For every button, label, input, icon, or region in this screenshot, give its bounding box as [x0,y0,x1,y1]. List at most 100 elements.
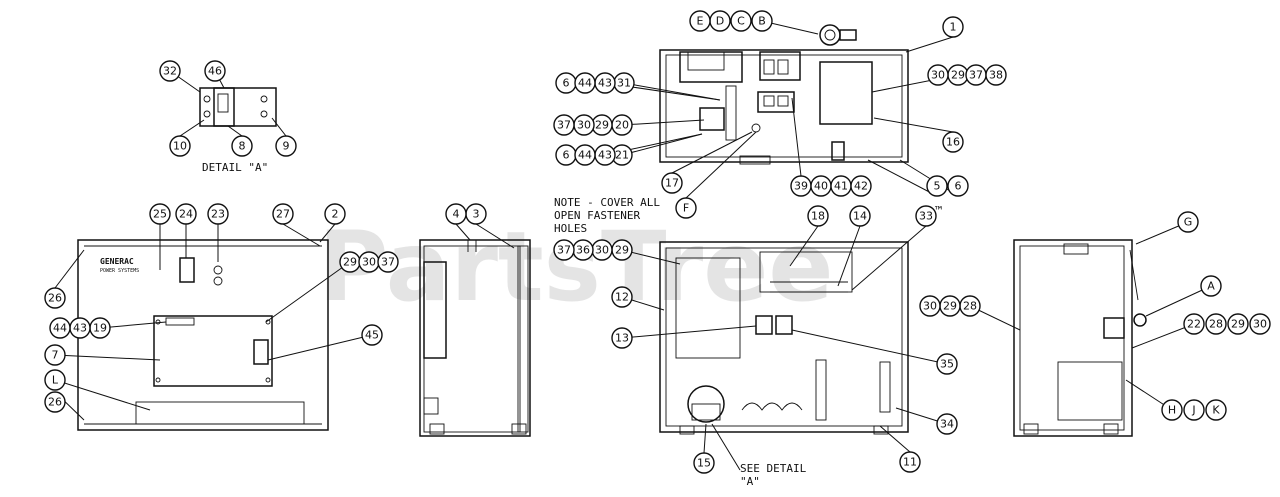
leader-line [873,117,954,133]
callout-44: 44 [49,317,71,339]
note-line-2: OPEN FASTENER [554,209,640,222]
svg-text:41: 41 [834,180,848,193]
svg-text:44: 44 [53,322,67,335]
callout-46: 46 [204,60,226,82]
callout-h: H [1161,399,1183,421]
svg-text:34: 34 [940,418,954,431]
svg-text:37: 37 [969,69,983,82]
leader-line [267,334,373,361]
svg-text:J: J [1191,404,1195,417]
svg-text:45: 45 [365,329,379,342]
svg-text:L: L [52,374,59,387]
callout-12: 12 [611,286,633,308]
callout-6: 6 [555,72,577,94]
svg-text:30: 30 [362,256,376,269]
leader-line [282,223,321,247]
callout-39: 39 [790,175,812,197]
svg-text:7: 7 [52,349,59,362]
callout-35: 35 [936,353,958,375]
svg-text:31: 31 [617,77,631,90]
callout-4: 4 [445,203,467,225]
svg-text:42: 42 [854,180,868,193]
leader-line [791,329,948,365]
svg-text:30: 30 [923,300,937,313]
leader-line [179,119,205,137]
callout-44: 44 [574,72,596,94]
callout-43: 43 [69,317,91,339]
callout-37: 37 [377,251,399,273]
leader-line [851,225,927,291]
callout-45: 45 [361,324,383,346]
svg-text:K: K [1212,404,1220,417]
leader-line [791,97,802,177]
callout-2: 2 [324,203,346,225]
callout-19: 19 [89,317,111,339]
svg-text:E: E [697,15,704,28]
svg-text:B: B [758,15,766,28]
callout-21: 21 [611,144,633,166]
svg-text:29: 29 [615,244,629,257]
svg-text:11: 11 [903,456,917,469]
leader-line [905,36,954,53]
svg-text:30: 30 [577,119,591,132]
svg-text:6: 6 [955,180,962,193]
callout-8: 8 [231,135,253,157]
callout-23: 23 [207,203,229,225]
svg-text:28: 28 [1209,318,1223,331]
svg-text:25: 25 [153,208,167,221]
svg-text:G: G [1184,216,1193,229]
brand-sub: POWER SYSTEMS [100,268,139,274]
svg-text:40: 40 [814,180,828,193]
callout-28: 28 [1205,313,1227,335]
svg-text:29: 29 [1231,318,1245,331]
svg-text:14: 14 [853,210,867,223]
leader-line [685,131,757,199]
callout-24: 24 [175,203,197,225]
svg-text:12: 12 [615,291,629,304]
leader-line [879,425,911,453]
callout-32: 32 [159,60,181,82]
svg-text:13: 13 [615,332,629,345]
leader-line [1145,285,1212,317]
svg-text:29: 29 [343,256,357,269]
see-detail-line-1: SEE DETAIL [740,462,807,475]
callout-c: C [730,10,752,32]
svg-text:4: 4 [453,208,460,221]
svg-text:29: 29 [943,300,957,313]
callout-33: 33 [915,205,937,227]
side-enclosure-view [419,239,531,437]
svg-text:H: H [1168,404,1176,417]
svg-text:35: 35 [940,358,954,371]
svg-text:8: 8 [239,140,246,153]
svg-text:32: 32 [163,65,177,78]
svg-text:16: 16 [946,136,960,149]
callout-37: 37 [553,114,575,136]
callout-b: B [751,10,773,32]
callout-29: 29 [939,295,961,317]
callout-22: 22 [1183,313,1205,335]
svg-text:28: 28 [963,300,977,313]
svg-text:1: 1 [950,21,957,34]
svg-text:2: 2 [332,208,339,221]
svg-text:39: 39 [794,180,808,193]
svg-text:29: 29 [951,69,965,82]
interior-panel-view [659,241,909,435]
callout-6: 6 [947,175,969,197]
svg-text:17: 17 [665,177,679,190]
callout-15: 15 [693,452,715,474]
svg-text:30: 30 [1253,318,1267,331]
svg-text:43: 43 [598,149,612,162]
callout-j: J [1183,399,1205,421]
leader-line [867,159,938,197]
svg-text:9: 9 [283,140,290,153]
callout-g: G [1177,211,1199,233]
leader-line [54,354,161,361]
svg-text:6: 6 [563,77,570,90]
callout-20: 20 [611,114,633,136]
svg-text:6: 6 [563,149,570,162]
callout-a: A [1200,275,1222,297]
svg-text:37: 37 [381,256,395,269]
svg-text:24: 24 [179,208,193,221]
svg-text:37: 37 [557,244,571,257]
